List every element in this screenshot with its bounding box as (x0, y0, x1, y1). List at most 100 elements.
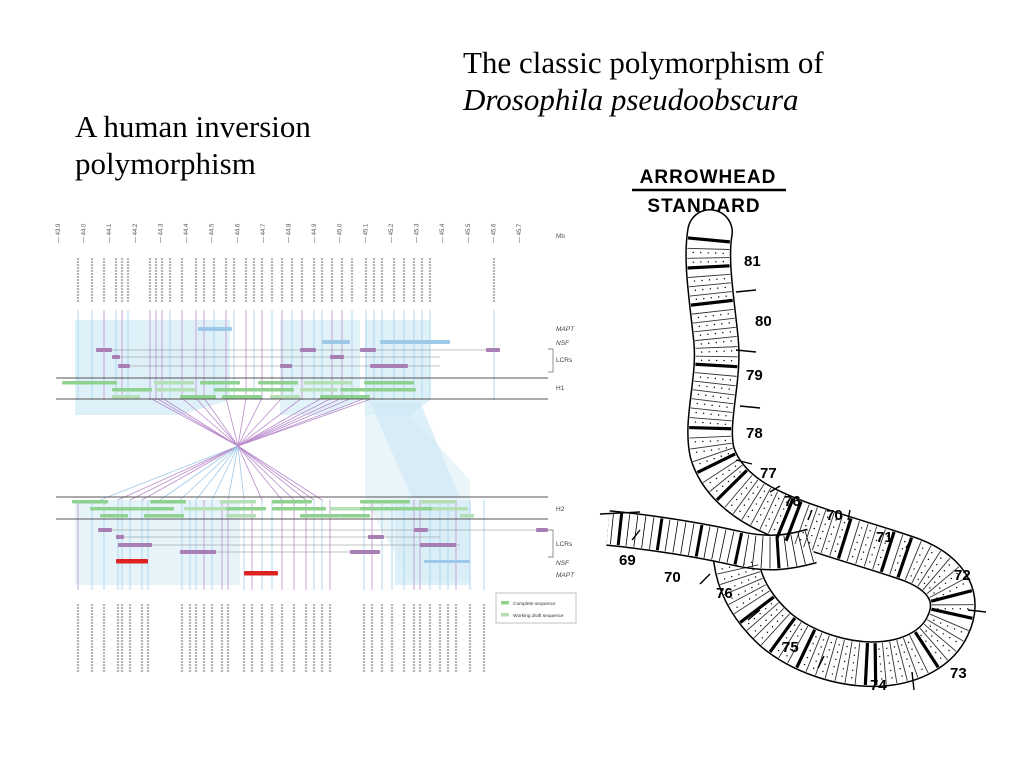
section-tick (699, 573, 711, 585)
chromosome-band (655, 518, 664, 551)
lcr-block (486, 348, 500, 352)
chromosome-granule (811, 534, 813, 537)
mb-tick-label: — 45.3 (415, 223, 421, 243)
chromosome-granule (833, 666, 835, 668)
chromosome-granule (924, 565, 926, 567)
chromosome-band (903, 637, 919, 678)
chromosome-band (649, 517, 655, 550)
chromosome-granule (730, 340, 732, 342)
chromosome-band (805, 632, 823, 672)
lcr-block (536, 528, 548, 532)
cross-line-top (195, 397, 239, 447)
chromosome-granule (695, 451, 698, 453)
chromosome-granule (744, 590, 747, 592)
h2-sequence-contig (184, 507, 228, 511)
nsf-gene-h1 (322, 340, 350, 344)
chromosome-granule (897, 660, 899, 663)
mapt-label: MAPT (556, 326, 575, 333)
chromosome-granule (771, 511, 774, 513)
chromosome-band (733, 532, 744, 565)
chromosome-granule (724, 439, 727, 442)
chromosome-granule (727, 397, 729, 399)
chromosome-granule (770, 494, 773, 496)
chromosome-granule (869, 561, 871, 563)
nsf-gene-h1 (380, 340, 450, 344)
chromosome-granule (881, 678, 883, 680)
lcr-block (370, 364, 408, 368)
chromosome-granule (817, 653, 820, 655)
chromosome-band (775, 536, 781, 569)
lcr-block (414, 528, 428, 532)
chromosome-granule (736, 564, 738, 567)
chromosome-granule (911, 648, 913, 650)
chromosome-granule (721, 485, 724, 487)
chromosome-granule (851, 677, 853, 679)
chromosome-granule (717, 414, 720, 416)
chromosome-granule (695, 411, 697, 414)
chromosome-granule (813, 527, 815, 530)
chromosome-band (929, 613, 969, 631)
chromosome-granule (820, 646, 822, 648)
chromosome-granule (723, 350, 725, 352)
chromosome-granule (707, 377, 709, 379)
chromosome-band (728, 584, 766, 605)
chromosome-granule (931, 570, 934, 572)
mb-tick-label: — 44.1 (107, 223, 113, 243)
chromosome-granule (707, 333, 709, 336)
chromosome-granule (955, 586, 958, 589)
mb-tick-label: — 45.4 (440, 223, 446, 243)
header-arrowhead: ARROWHEAD (640, 167, 777, 188)
haplotype-tracks (56, 327, 548, 576)
chromosome-granule (697, 316, 700, 319)
section-label: 73 (950, 665, 967, 682)
chromosome-granule (736, 606, 738, 608)
chromosome-granule (722, 260, 725, 263)
chromosome-granule (933, 619, 935, 621)
chromosome-band (746, 602, 779, 631)
chromosome-granule (785, 501, 788, 503)
chromosome-granule (917, 578, 919, 581)
section-label: 80 (755, 313, 772, 330)
chromosome-granule (871, 554, 873, 556)
chromosome-band (913, 631, 940, 669)
chromosome-granule (925, 640, 927, 642)
chromosome-granule (826, 656, 828, 658)
chromosome-granule (931, 635, 933, 637)
chromosome-granule (759, 514, 762, 516)
chromosome-granule (754, 576, 757, 578)
mapt-gene-h2 (244, 571, 278, 576)
chromosome-band (863, 642, 870, 686)
chromosome-granule (694, 421, 697, 423)
chromosome-granule (948, 636, 951, 639)
chromosome-granule (934, 581, 936, 583)
chromosome-granule (927, 576, 930, 578)
chromosome-granule (903, 651, 906, 653)
chromosome-band (732, 479, 759, 515)
section-label: 69 (619, 552, 636, 569)
chromosome-granule (748, 498, 750, 500)
h2-sequence-contig (330, 507, 360, 511)
section-tick (747, 609, 761, 621)
chromosome-granule (901, 644, 903, 646)
chromosome-granule (822, 670, 824, 673)
chromosome-granule (854, 647, 856, 649)
chromosome-granule (913, 568, 915, 570)
chromosome-band (688, 282, 731, 288)
chromosome-granule (931, 551, 933, 554)
section-label: 70 (664, 569, 681, 586)
chromosome-granule (708, 351, 710, 353)
chromosome-granule (715, 341, 717, 344)
chromosome-band (692, 447, 733, 463)
chromosome-band (919, 628, 948, 661)
chromosome-granule (742, 602, 745, 604)
lcr-block (96, 348, 112, 352)
chromosome-granule (860, 558, 863, 560)
chromosome-granule (901, 675, 903, 677)
h1-label: H1 (556, 385, 565, 392)
chromosome-granule (707, 261, 710, 263)
shade-h2-left (75, 500, 240, 585)
chromosome-band (904, 540, 922, 581)
chromosome-granule (728, 566, 731, 568)
chromosome-granule (721, 387, 723, 389)
section-tick (905, 537, 913, 549)
